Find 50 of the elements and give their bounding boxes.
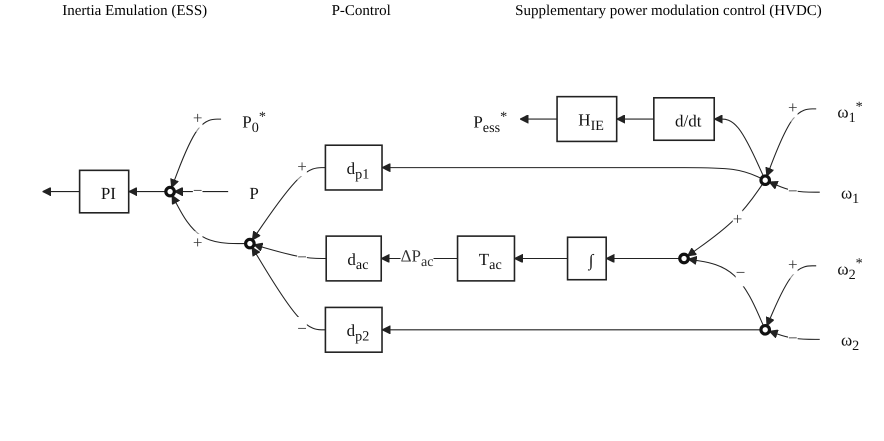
arrow: [128, 186, 166, 196]
arrow: [170, 118, 222, 188]
arrow: [687, 183, 764, 256]
arrow: [765, 108, 816, 177]
annotation-text: P-Control: [332, 3, 391, 20]
arrow: [252, 246, 326, 330]
edge-label: −: [788, 182, 798, 201]
arrow: [382, 162, 762, 179]
arrow: [254, 242, 326, 260]
arrow: [252, 167, 326, 240]
node-box: ∫: [566, 236, 607, 281]
node-box: PI: [78, 170, 130, 214]
edge-label: +: [788, 256, 798, 274]
arrow: [714, 114, 764, 177]
node-circle: [759, 174, 772, 186]
edge-label: +: [788, 99, 798, 118]
arrow: [616, 114, 654, 124]
edge-label: +: [192, 234, 202, 252]
arrow: [688, 256, 764, 326]
annotation-text: Inertia Emulation (ESS): [62, 3, 208, 20]
annotation-text: Supplementary power modulation control (HVDC): [515, 3, 822, 20]
edge-label: −: [736, 264, 746, 282]
edge-label: +: [192, 110, 202, 128]
arrow: [172, 194, 246, 244]
arrow: [382, 325, 761, 334]
node-text: ω$_{2}$: [840, 332, 860, 354]
edge-label: −: [297, 248, 307, 267]
edge-label: −: [192, 182, 202, 200]
edge-label: −: [297, 320, 307, 338]
node-box: T$_{ac}$: [456, 235, 516, 282]
node-circle: [678, 252, 690, 264]
node-circle: [244, 238, 256, 250]
arrow: [514, 254, 568, 264]
node-circle: [164, 186, 176, 198]
edge-label: +: [297, 158, 307, 176]
node-box: d$_{p1}$: [324, 144, 383, 191]
edge-label: ΔP$_{ac}$: [400, 248, 434, 270]
arrow: [42, 186, 80, 196]
edge-label: +: [732, 210, 742, 229]
node-box: H$_{IE}$: [556, 96, 618, 142]
arrow: [766, 265, 816, 326]
arrow: [606, 254, 680, 264]
node-text: ω$_{1}$: [840, 184, 860, 206]
node-box: d/dt: [653, 97, 716, 142]
node-box: d$_{ac}$: [325, 235, 382, 282]
arrow: [520, 114, 558, 124]
node-text: P: [249, 185, 259, 204]
edge-label: −: [788, 330, 798, 348]
node-box: d$_{p2}$: [324, 306, 383, 353]
node-circle: [759, 324, 772, 336]
